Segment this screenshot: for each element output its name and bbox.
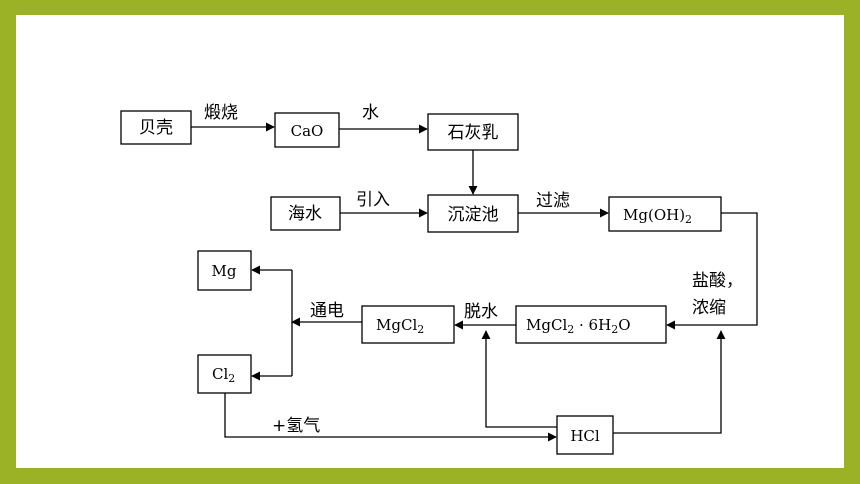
node-shell: 贝壳 bbox=[120, 110, 192, 145]
node-mgcl2-hydrate: MgCl2 · 6H2O bbox=[515, 305, 667, 344]
node-seawater: 海水 bbox=[270, 196, 341, 231]
node-lime-milk-label: 石灰乳 bbox=[448, 123, 499, 143]
arrow-mgoh2-to-hydrate bbox=[666, 212, 758, 330]
node-cl2-label: Cl2 bbox=[212, 365, 235, 385]
edge-label-filter: 过滤 bbox=[536, 191, 570, 211]
arrow-cl2-to-hcl bbox=[224, 393, 557, 442]
node-mg: Mg bbox=[197, 250, 252, 291]
edge-label-electrolysis: 通电 bbox=[310, 301, 344, 321]
node-lime-milk: 石灰乳 bbox=[427, 113, 519, 151]
edge-label-dehydrate: 脱水 bbox=[464, 302, 498, 322]
node-shell-label: 贝壳 bbox=[139, 118, 173, 138]
arrow-hcl-to-dehydrate bbox=[481, 330, 557, 428]
node-hcl: HCl bbox=[556, 415, 614, 455]
node-mgcl2-hydrate-label: MgCl2 · 6H2O bbox=[526, 316, 631, 336]
node-mgoh2-label: Mg(OH)2 bbox=[623, 206, 692, 226]
node-mgcl2-label: MgCl2 bbox=[376, 316, 424, 336]
node-settling-tank-label: 沉淀池 bbox=[448, 205, 499, 225]
diagram-canvas bbox=[16, 15, 844, 468]
edge-label-plus-hydrogen: +氢气 bbox=[272, 416, 320, 436]
node-mg-label: Mg bbox=[212, 262, 237, 280]
node-seawater-label: 海水 bbox=[288, 204, 322, 224]
arrow-hcl-to-hydrate bbox=[613, 330, 726, 434]
node-cao-label: CaO bbox=[291, 122, 324, 140]
edge-label-calcine: 煅烧 bbox=[204, 103, 238, 123]
node-settling-tank: 沉淀池 bbox=[427, 194, 519, 233]
node-hcl-label: HCl bbox=[570, 427, 600, 445]
edge-label-acid-line1: 盐酸， bbox=[692, 271, 743, 291]
edge-label-introduce: 引入 bbox=[356, 190, 390, 210]
node-mgcl2: MgCl2 bbox=[361, 305, 455, 344]
node-cao: CaO bbox=[274, 112, 340, 148]
edge-label-acid-line2: 浓缩 bbox=[692, 298, 726, 318]
node-cl2: Cl2 bbox=[197, 354, 252, 394]
node-mgoh2: Mg(OH)2 bbox=[608, 196, 722, 232]
edge-label-water: 水 bbox=[362, 103, 379, 123]
